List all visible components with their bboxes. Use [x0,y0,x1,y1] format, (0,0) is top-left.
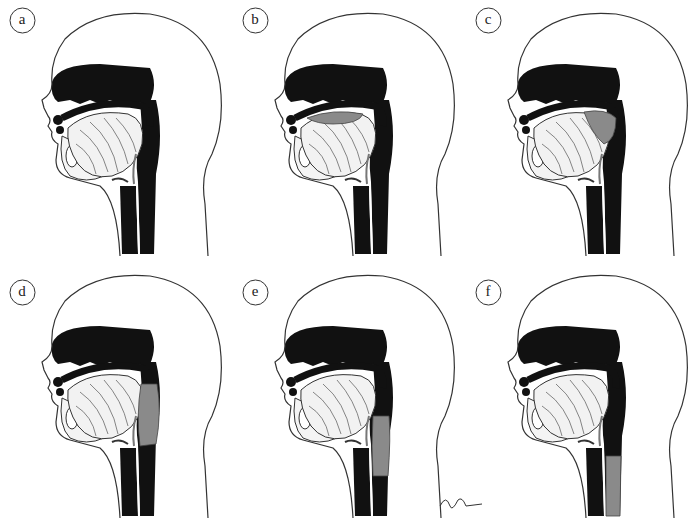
bolus-esophagus [606,456,621,516]
bolus-hypopharynx [372,416,390,476]
panel-letter: d [9,279,36,300]
panel-label-circle: a [9,7,36,34]
panel-letter: c [475,7,502,28]
panel-letter: e [242,279,269,300]
bolus-oropharynx [584,111,616,144]
circle-shape [476,8,501,33]
panel-label-circle: e [242,279,269,306]
panel-letter: b [242,7,269,28]
panel-label-circle: c [475,7,502,34]
panel-label-circle: f [475,279,502,306]
panel-f-head [508,275,687,518]
circle-shape [243,8,268,33]
artist-signature-mark [440,499,482,508]
panel-a-head [42,13,221,256]
bolus-oral [307,112,363,124]
panel-label-circle: d [9,279,36,306]
circle-shape [10,280,35,305]
panel-label-circle: b [242,7,269,34]
circle-shape [10,8,35,33]
bolus-pharynx [138,384,159,446]
panel-letter: a [9,7,36,28]
panel-c-head [508,13,687,256]
panel-e-head [275,275,454,518]
circle-shape [476,280,501,305]
panel-d-head [42,275,221,518]
circle-shape [243,280,268,305]
panel-b-head [275,13,454,256]
panel-letter: f [475,279,502,300]
